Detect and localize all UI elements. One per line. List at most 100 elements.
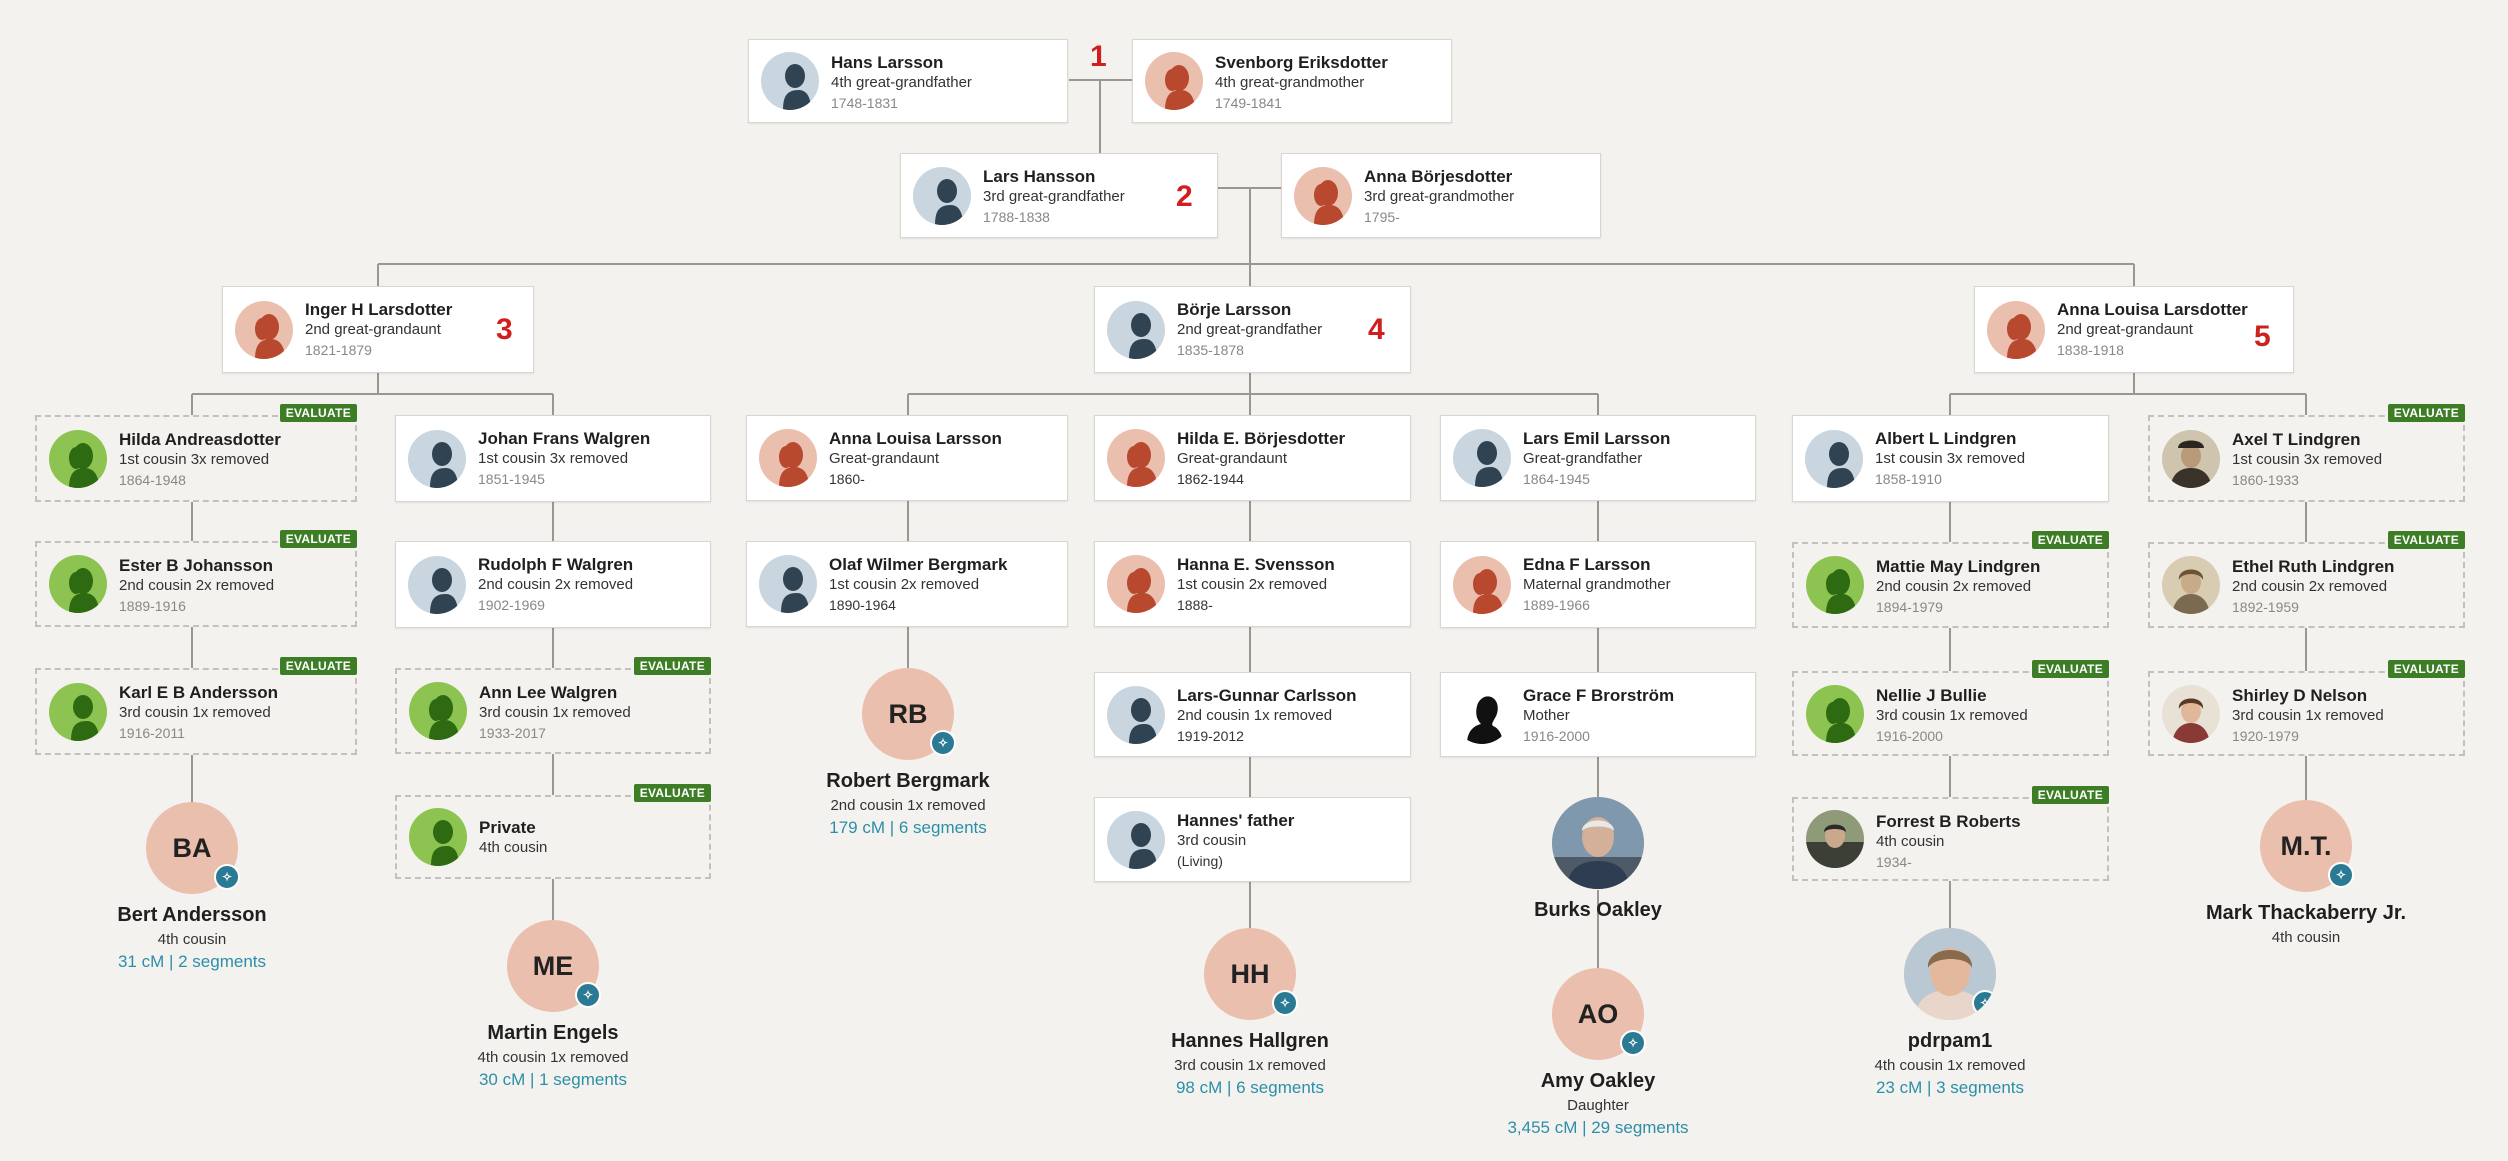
dna-match-mark-thackaberry[interactable]: M.T.✧ Mark Thackaberry Jr. 4th cousin (2166, 800, 2446, 946)
person-relationship: 1st cousin 3x removed (1875, 450, 2026, 467)
person-relationship: 2nd great-grandaunt (305, 321, 441, 338)
match-shared-dna[interactable]: 3,455 cM | 29 segments (1507, 1118, 1689, 1137)
person-relationship: 2nd cousin 2x removed (478, 576, 634, 593)
dna-match-pdrpam1[interactable]: ✧ pdrpam1 4th cousin 1x removed 23 cM | … (1810, 928, 2090, 1098)
male-avatar-icon (1107, 810, 1165, 869)
match-shared-dna[interactable]: 98 cM | 6 segments (1175, 1078, 1325, 1097)
evaluate-badge[interactable]: EVALUATE (279, 530, 357, 548)
match-name: Mark Thackaberry Jr. (2205, 902, 2407, 924)
female-avatar-icon (1107, 555, 1165, 613)
person-card-inger-larsdotter[interactable]: Inger H Larsdotter 2nd great-grandaunt 182… (222, 286, 534, 373)
person-relationship: 2nd cousin 2x removed (2232, 578, 2388, 595)
profile-photo-icon (2162, 429, 2220, 488)
person-relationship: 3rd cousin 1x removed (479, 704, 631, 721)
female-avatar-icon (235, 300, 293, 359)
male-avatar-icon (408, 429, 466, 488)
person-relationship: 1st cousin 3x removed (478, 450, 629, 467)
dna-match-amy-oakley[interactable]: AO✧ Amy Oakley Daughter 3,455 cM | 29 se… (1458, 968, 1738, 1138)
person-years: 1888- (1177, 597, 1213, 613)
person-card-ethel-lindgren[interactable]: EVALUATE Ethel Ruth Lindgren 2nd cousin 2… (2148, 531, 2465, 628)
female-avatar-icon (1453, 555, 1511, 614)
match-name: Martin Engels (487, 1022, 619, 1044)
evaluate-badge[interactable]: EVALUATE (2031, 660, 2109, 678)
person-relationship: 2nd great-grandaunt (2057, 321, 2193, 338)
dna-match-hannes-hallgren[interactable]: HH✧ Hannes Hallgren 3rd cousin 1x remove… (1110, 928, 1390, 1098)
evaluate-badge[interactable]: EVALUATE (2387, 531, 2465, 549)
dna-match-martin-engels[interactable]: ME✧ Martin Engels 4th cousin 1x removed … (413, 920, 693, 1090)
evaluate-badge[interactable]: EVALUATE (633, 657, 711, 675)
dna-match-bert-andersson[interactable]: BA✧ Bert Andersson 4th cousin 31 cM | 2 … (52, 802, 332, 972)
person-relationship: 1st cousin 2x removed (1177, 576, 1328, 593)
person-relationship: Mother (1523, 707, 1570, 724)
person-name: Ethel Ruth Lindgren (2232, 557, 2395, 576)
evaluate-badge[interactable]: EVALUATE (2031, 786, 2109, 804)
match-shared-dna[interactable]: 30 cM | 1 segments (478, 1070, 628, 1089)
silhouette-photo-icon (1453, 685, 1511, 744)
person-years: 1749-1841 (1215, 95, 1282, 111)
person-name: Inger H Larsdotter (305, 300, 453, 319)
person-name: Anna Louisa Larsson (829, 429, 1002, 448)
person-name: Rudolph F Walgren (478, 555, 634, 574)
dna-match-icon: ✧ (575, 982, 601, 1008)
evaluate-badge[interactable]: EVALUATE (279, 404, 357, 422)
evaluate-badge[interactable]: EVALUATE (2387, 404, 2465, 422)
male-avatar-icon (1805, 429, 1863, 488)
person-years: 1858-1910 (1875, 471, 1942, 487)
male-avatar-icon (759, 555, 817, 613)
person-years: 1821-1879 (305, 342, 372, 358)
match-shared-dna[interactable]: 179 cM | 6 segments (829, 818, 987, 837)
person-name: Olaf Wilmer Bergmark (829, 555, 1008, 574)
person-relationship: 2nd cousin 2x removed (1876, 578, 2032, 595)
person-relationship: 3rd cousin 1x removed (119, 704, 271, 721)
dna-match-burks-oakley[interactable]: Burks Oakley (1458, 797, 1738, 922)
person-relationship: 2nd cousin 1x removed (1177, 707, 1333, 724)
person-relationship: 2nd cousin 2x removed (119, 577, 275, 594)
person-relationship: Great-grandfather (1523, 450, 1643, 467)
person-name: Edna F Larsson (1523, 555, 1651, 574)
person-name: Forrest B Roberts (1876, 812, 2021, 831)
green-avatar-icon (1806, 684, 1864, 743)
match-shared-dna[interactable]: 23 cM | 3 segments (1875, 1078, 2025, 1097)
evaluate-badge[interactable]: EVALUATE (633, 784, 711, 802)
evaluate-badge[interactable]: EVALUATE (2387, 660, 2465, 678)
match-relationship: Daughter (1567, 1097, 1629, 1114)
dna-match-robert-bergmark[interactable]: RB✧ Robert Bergmark 2nd cousin 1x remove… (768, 668, 1048, 838)
evaluate-badge[interactable]: EVALUATE (2031, 531, 2109, 549)
match-initials-avatar: ME✧ (507, 920, 601, 1012)
person-relationship: 2nd great-grandfather (1177, 321, 1323, 338)
male-avatar-icon (408, 555, 466, 614)
dna-match-icon: ✧ (1620, 1030, 1646, 1056)
person-years: 1788-1838 (983, 209, 1050, 225)
match-shared-dna[interactable]: 31 cM | 2 segments (117, 952, 267, 971)
match-relationship: 4th cousin 1x removed (1874, 1057, 2026, 1074)
evaluate-badge[interactable]: EVALUATE (279, 657, 357, 675)
